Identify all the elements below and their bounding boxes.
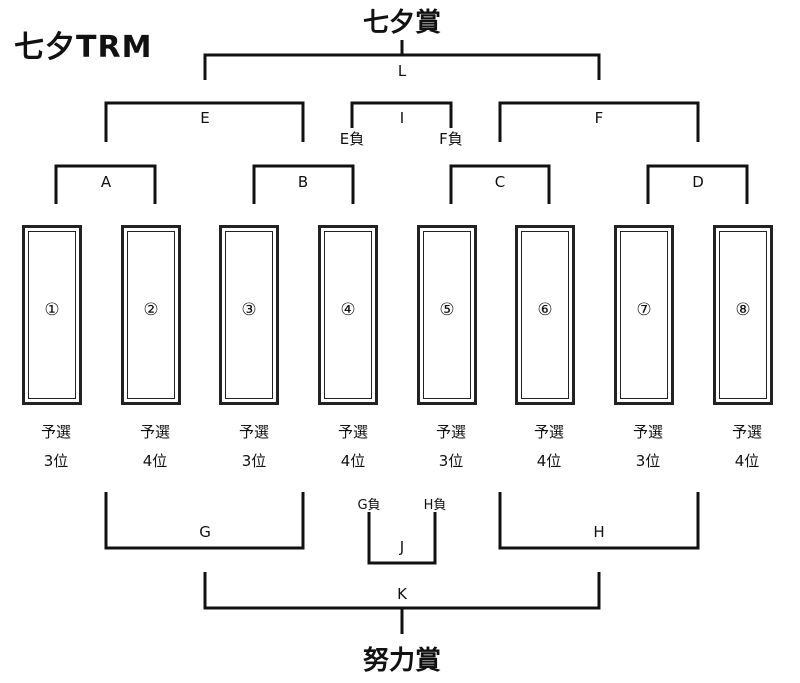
bracket-D xyxy=(646,164,749,204)
entrant-card-3: ③ xyxy=(219,225,279,405)
entrant-card-8: ⑧ xyxy=(713,225,773,405)
match-label-E: E xyxy=(200,109,210,127)
entrant-card-5: ⑤ xyxy=(417,225,477,405)
bracket-J xyxy=(367,512,437,565)
match-label-I: I xyxy=(399,109,405,127)
loser-label-H: H負 xyxy=(423,498,447,513)
entrant-number: ② xyxy=(143,300,159,320)
match-label-A: A xyxy=(100,173,112,191)
entrant-number: ⑥ xyxy=(537,300,553,320)
match-label-G: G xyxy=(199,523,211,541)
match-label-L: L xyxy=(397,62,407,80)
bracket-E xyxy=(104,101,305,142)
loser-label-F: F負 xyxy=(439,130,463,148)
match-label-F: F xyxy=(594,109,604,127)
bracket-A xyxy=(54,164,157,204)
bracket-K xyxy=(203,572,601,634)
bracket-C xyxy=(449,164,551,204)
entrant-card-2: ② xyxy=(121,225,181,405)
bracket-I xyxy=(350,101,453,128)
bracket-L xyxy=(203,40,601,80)
match-label-K: K xyxy=(397,585,407,603)
match-label-J: J xyxy=(399,538,405,556)
bracket-B xyxy=(252,164,355,204)
entrant-number: ⑦ xyxy=(636,300,652,320)
loser-label-E: E負 xyxy=(339,130,365,148)
bracket-F xyxy=(498,101,700,142)
bracket-G xyxy=(104,492,305,550)
match-label-D: D xyxy=(692,173,704,191)
entrant-number: ⑧ xyxy=(735,300,751,320)
entrant-number: ④ xyxy=(340,300,356,320)
entrant-number: ① xyxy=(44,300,60,320)
prize-top: 七夕賞 xyxy=(362,8,442,38)
bracket-H xyxy=(498,492,700,550)
match-label-C: C xyxy=(494,173,506,191)
entrant-card-4: ④ xyxy=(318,225,378,405)
entrant-number: ③ xyxy=(241,300,257,320)
match-label-B: B xyxy=(297,173,309,191)
entrant-number: ⑤ xyxy=(439,300,455,320)
entrant-card-7: ⑦ xyxy=(614,225,674,405)
entrant-card-6: ⑥ xyxy=(515,225,575,405)
entrant-card-1: ① xyxy=(22,225,82,405)
loser-label-G: G負 xyxy=(357,498,381,513)
match-label-H: H xyxy=(593,523,605,541)
tournament-title: 七夕TRM xyxy=(14,30,153,65)
prize-bottom: 努力賞 xyxy=(362,646,442,676)
